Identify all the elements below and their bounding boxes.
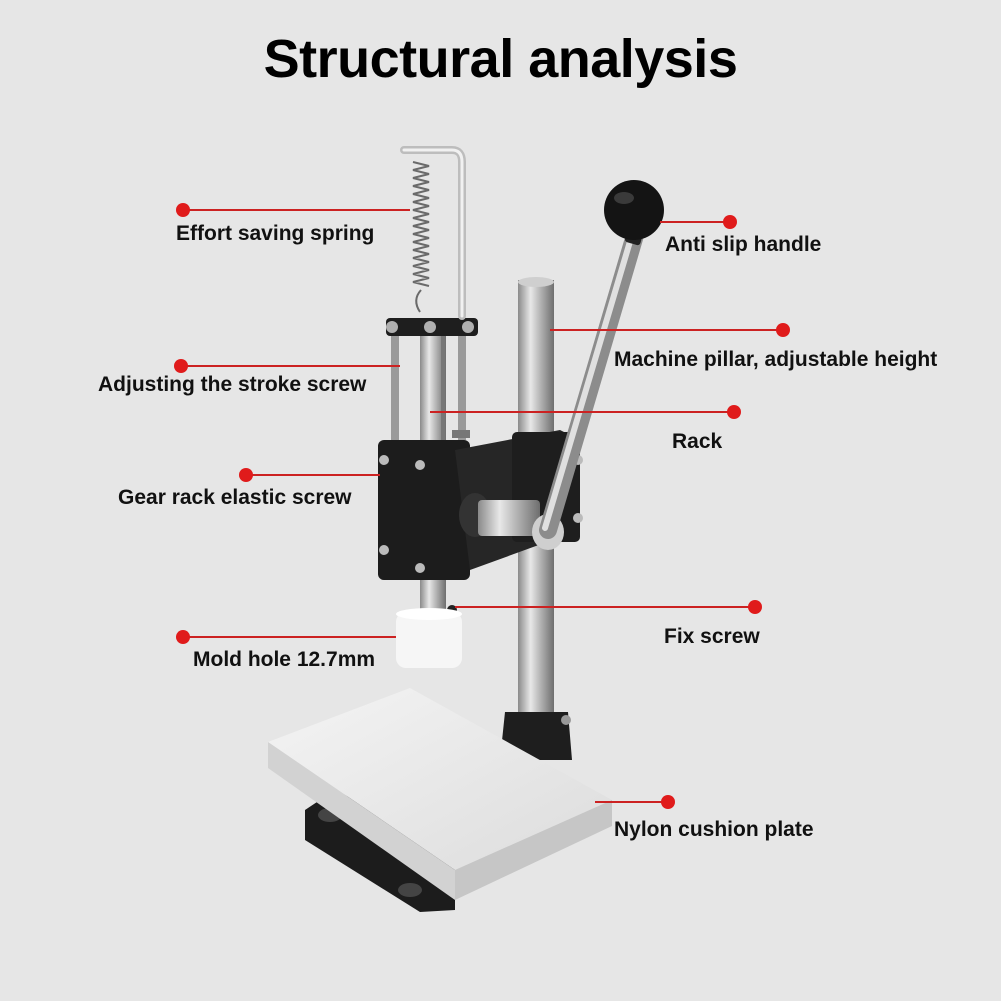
callout-dot-rack (727, 405, 741, 419)
callout-dot-gear-screw (239, 468, 253, 482)
callout-dot-mold-hole (176, 630, 190, 644)
callout-lines (181, 209, 783, 803)
callout-dot-fix-screw (748, 600, 762, 614)
nylon-cushion-plate (268, 688, 612, 900)
mold-punch (396, 580, 462, 668)
callout-dot-nylon-plate (661, 795, 675, 809)
page-title: Structural analysis (263, 29, 738, 89)
stroke-screws (386, 318, 478, 440)
callout-dot-anti-slip-handle (723, 215, 737, 229)
label-effort-saving-spring: Effort saving spring (176, 222, 375, 245)
callout-dots (174, 203, 790, 809)
handle-lever (539, 180, 664, 539)
effort-saving-spring (400, 146, 466, 320)
label-adjusting-stroke-screw: Adjusting the stroke screw (98, 373, 367, 396)
callout-dot-pillar (776, 323, 790, 337)
label-fix-screw: Fix screw (664, 625, 760, 648)
label-gear-rack-elastic-screw: Gear rack elastic screw (118, 486, 352, 509)
callout-dot-stroke-screw (174, 359, 188, 373)
label-mold-hole: Mold hole 12.7mm (193, 648, 376, 671)
callout-dot-effort-spring (176, 203, 190, 217)
label-machine-pillar: Machine pillar, adjustable height (614, 348, 938, 371)
label-rack: Rack (672, 430, 723, 453)
label-nylon-cushion-plate: Nylon cushion plate (614, 818, 814, 841)
label-anti-slip-handle: Anti slip handle (665, 233, 822, 256)
